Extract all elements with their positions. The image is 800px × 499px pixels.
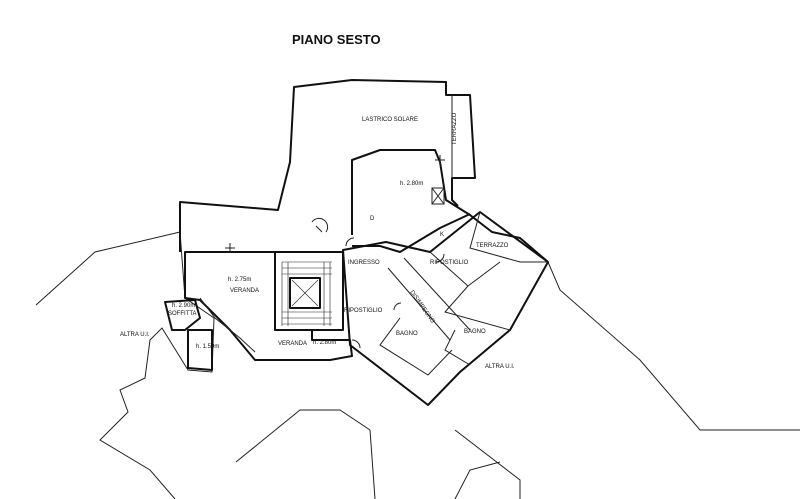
label-h-150: h. 1.50m [196,344,219,350]
stair-core [289,277,321,309]
label-h-280-top: h. 2.80m [400,181,423,187]
label-k: K [440,232,444,238]
terrazzo-right-divider [469,211,548,263]
stairwell [274,251,344,331]
disimpegno-corridor [387,257,471,341]
room-divider-4 [444,329,471,366]
label-altra-ui-right: ALTRA U.I. [485,364,515,370]
compass-marker [311,217,329,233]
plan-title: PIANO SESTO [292,32,381,47]
label-ripostiglio-mid: RIPOSTIGLIO [344,308,383,314]
right-neighbour-bottom [454,461,501,499]
label-altra-ui-left: ALTRA U.I. [120,332,150,338]
label-h-280-bottom: h. 2.80m [313,340,336,346]
label-ripostiglio-top: RIPOSTIGLIO [430,260,469,266]
label-h-290: h. 2.90m [172,303,195,309]
left-neighbour-outline [35,231,215,499]
right-neighbour-outline [547,261,800,431]
door-arc-1 [345,237,355,247]
room-divider-3 [379,317,453,376]
label-ingresso: INGRESSO [348,260,380,266]
label-soffitta: SOFFITTA [168,311,197,317]
cross-marker-2 [225,243,235,253]
room-divider-1 [429,251,501,287]
label-veranda-top: VERANDA [230,288,259,294]
door-arc-4 [393,302,402,311]
label-veranda-bottom: VERANDA [278,341,307,347]
upper-apartment-wall [351,149,549,263]
right-neighbour-lower [454,429,521,499]
room-divider-2 [444,285,511,331]
chimney-marker [431,187,445,205]
soffitta-column [187,329,213,371]
main-apartment-outline [342,211,549,406]
kitchen-wall [352,213,471,253]
label-bagno-left: BAGNO [396,331,418,337]
label-d: D [370,216,375,222]
label-terrazzo-right: TERRAZZO [476,243,509,249]
cross-marker-1 [435,155,445,165]
label-disimpegno: DISIMPEGNO [408,290,435,325]
label-lastrico-solare: LASTRICO SOLARE [362,117,418,123]
veranda-inner [199,297,256,353]
label-terrazzo-top: TERRAZZO [452,112,458,145]
stair-hatch [281,261,332,326]
soffitta-outline [164,299,201,331]
door-arc-2 [435,253,445,263]
label-bagno-right: BAGNO [464,329,486,335]
door-arc-3 [351,339,361,349]
label-h-275: h. 2.75m [228,277,251,283]
left-neighbour-lower [235,409,376,499]
